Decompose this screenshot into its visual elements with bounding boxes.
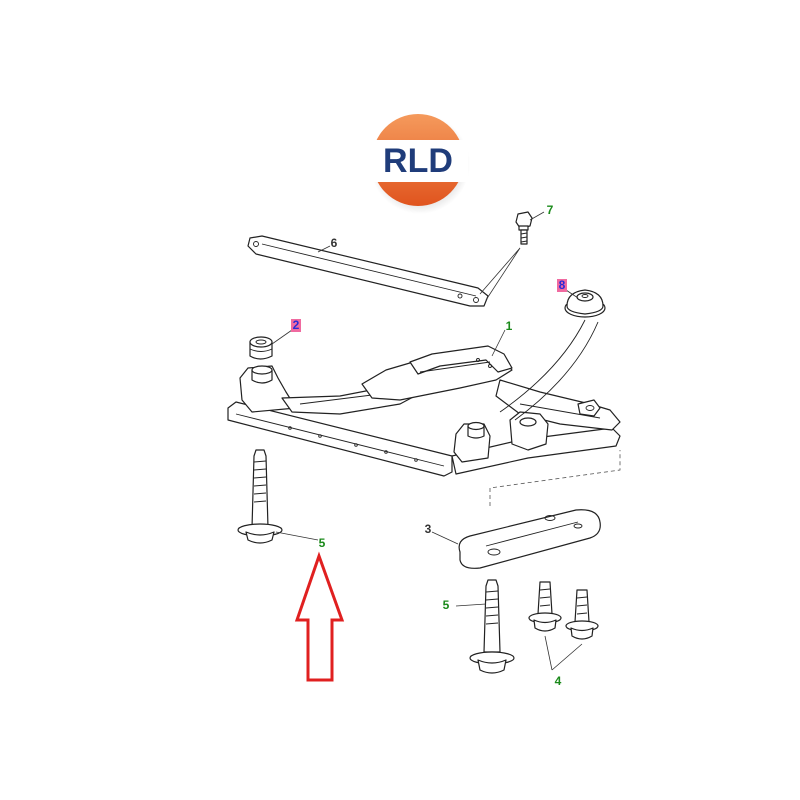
callout-c2: 2 — [291, 318, 301, 332]
callout-labels: 1 2 3 4 5 5 6 7 8 — [291, 203, 567, 688]
callout-number: 7 — [547, 203, 554, 217]
part-6-cross-strut — [247, 235, 489, 307]
callout-c7: 7 — [547, 203, 554, 217]
callout-number: 8 — [559, 278, 566, 292]
callout-number: 1 — [506, 319, 513, 333]
callout-c8: 8 — [557, 278, 567, 292]
part-4-bolts — [528, 581, 599, 640]
callout-number: 5 — [319, 536, 326, 550]
part-5-bolt-right — [469, 579, 515, 674]
callout-c5b: 5 — [443, 598, 450, 612]
part-3-plate — [458, 509, 601, 569]
callout-c1: 1 — [506, 319, 513, 333]
callout-c3: 3 — [425, 522, 432, 536]
callout-c5a: 5 — [319, 536, 326, 550]
callout-number: 5 — [443, 598, 450, 612]
routing-lines — [499, 319, 599, 421]
rld-logo: RLD — [368, 114, 470, 214]
callout-number: 2 — [293, 318, 300, 332]
logo-text: RLD — [383, 142, 453, 180]
part-7-bolt — [515, 211, 533, 245]
part-5-bolt-left — [237, 449, 283, 544]
red-indicator-arrow — [294, 551, 345, 682]
part-2-bush — [249, 336, 273, 360]
callout-c6: 6 — [331, 236, 338, 250]
part-1-subframe — [227, 345, 621, 477]
callout-number: 6 — [331, 236, 338, 250]
callout-highlight — [557, 279, 567, 292]
callout-highlight — [291, 319, 301, 332]
leader-lines — [271, 211, 583, 671]
part-8-mount — [564, 289, 606, 318]
callout-number: 4 — [555, 674, 562, 688]
callout-c4: 4 — [555, 674, 562, 688]
callout-number: 3 — [425, 522, 432, 536]
